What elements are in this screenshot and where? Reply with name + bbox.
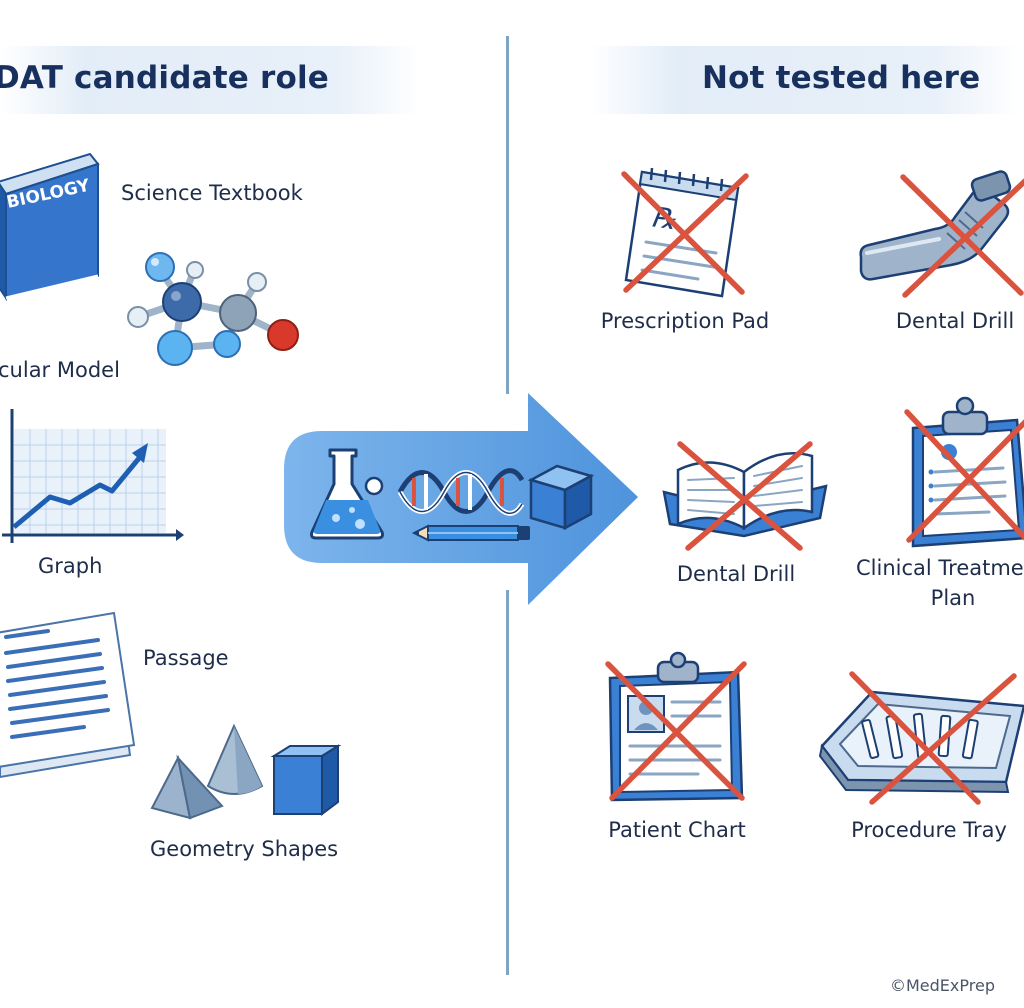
patient-chart-label: Patient Chart (608, 818, 746, 842)
clipboard-icon (904, 396, 1024, 548)
panel-divider-bottom (506, 590, 509, 975)
dental-drill-label: Dental Drill (895, 309, 1015, 333)
clinical-treatment-label-line2: Plan (930, 586, 976, 610)
graph-label: Graph (38, 554, 103, 578)
passage-icon (0, 611, 136, 779)
left-panel-title: DAT candidate role (0, 60, 330, 96)
cube-icon (527, 464, 595, 531)
patient-chart-icon (605, 651, 747, 802)
center-arrow (284, 393, 638, 605)
graph-icon (2, 409, 184, 543)
prescription-pad-icon: ℞ (621, 167, 749, 298)
geometry-shapes-icon (150, 723, 342, 820)
science-textbook-label: Science Textbook (121, 181, 303, 205)
textbook-icon: BIOLOGY (0, 152, 100, 302)
dna-icon (397, 468, 525, 516)
flask-icon (310, 448, 384, 540)
molecular-model-icon (127, 252, 299, 366)
left-header-band (0, 46, 420, 114)
copyright-footer: ©MedExPrep (890, 976, 995, 995)
prescription-pad-label: Prescription Pad (600, 309, 770, 333)
right-header-band (590, 46, 1020, 114)
panel-divider-top (506, 36, 509, 394)
procedure-tray-label: Procedure Tray (851, 818, 1007, 842)
dental-drill-book-label: Dental Drill (676, 562, 796, 586)
open-book-icon (662, 441, 828, 551)
clinical-treatment-label-line1: Clinical Treatme (856, 556, 1024, 580)
procedure-tray-icon (818, 671, 1024, 805)
passage-label: Passage (143, 646, 229, 670)
geometry-shapes-label: Geometry Shapes (150, 837, 339, 861)
pencil-icon (411, 524, 530, 542)
molecular-model-label: cular Model (0, 358, 120, 382)
right-panel-title: Not tested here (702, 60, 981, 96)
dental-drill-icon (859, 170, 1024, 298)
